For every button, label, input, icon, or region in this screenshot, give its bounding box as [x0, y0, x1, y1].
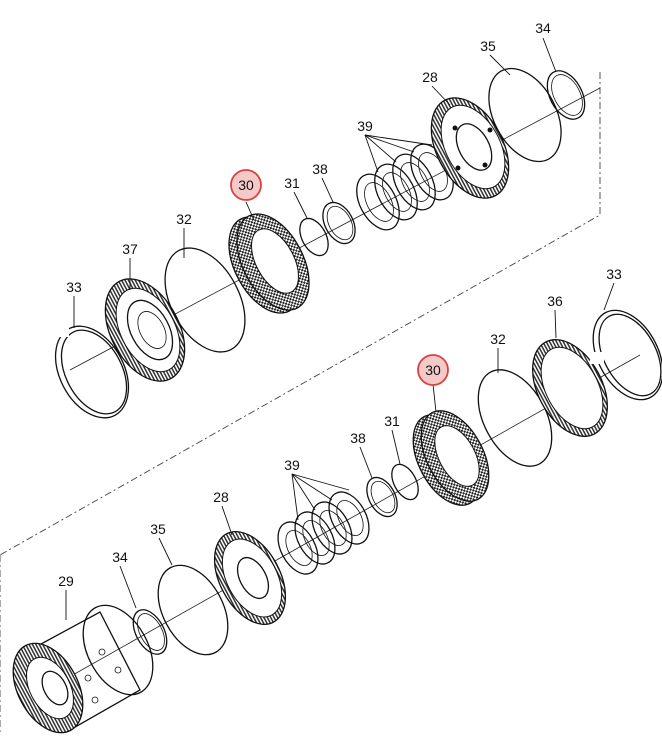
piston-28-lower [213, 531, 287, 625]
clutch-plate-30-upper [228, 213, 310, 314]
reaction-plate-36 [532, 339, 608, 437]
callout-39-upper: 39 [357, 118, 373, 134]
o-ring-38-upper [322, 201, 356, 245]
callout-30-lower: 30 [425, 362, 441, 378]
snap-ring-33-upper [54, 325, 130, 419]
callouts: 34 35 28 39 30 31 38 32 37 33 33 36 32 3… [58, 20, 622, 589]
o-ring-31-upper [299, 217, 329, 257]
seal-ring-35-lower [157, 564, 229, 656]
callout-31-lower: 31 [384, 413, 400, 429]
assembly-boundary [0, 72, 601, 735]
callout-30-lower-highlight: 30 [417, 354, 449, 386]
callout-32-upper: 32 [176, 211, 192, 227]
callout-35-upper: 35 [480, 38, 496, 54]
o-ring-34-upper [546, 70, 586, 120]
callout-30-upper-highlight: 30 [230, 169, 262, 201]
callout-37: 37 [122, 241, 138, 257]
seal-ring-35-upper [488, 67, 562, 163]
spring-set-39-lower [277, 491, 370, 575]
callout-30-upper: 30 [238, 177, 254, 193]
snap-ring-33-lower [590, 309, 662, 401]
callout-35-lower: 35 [150, 521, 166, 537]
o-ring-38-lower [366, 476, 398, 518]
callout-29: 29 [58, 573, 74, 589]
callout-28-lower: 28 [213, 489, 229, 505]
leader-lines [65, 37, 615, 620]
piston-28-upper [430, 97, 510, 199]
callout-39-lower: 39 [284, 457, 300, 473]
callout-31-upper: 31 [284, 175, 300, 191]
callout-34-lower: 34 [112, 549, 128, 565]
callout-38-upper: 38 [312, 161, 328, 177]
callout-28-upper: 28 [422, 69, 438, 85]
callout-33-lower: 33 [606, 266, 622, 282]
clutch-plate-30-lower [412, 410, 490, 506]
seal-ring-32-upper [164, 247, 246, 353]
clutch-hub-37 [104, 278, 186, 382]
callout-33-upper: 33 [66, 279, 82, 295]
callout-38-lower: 38 [350, 430, 366, 446]
spring-set-39-upper [356, 143, 454, 231]
clutch-housing-29 [12, 604, 154, 734]
o-ring-31-lower [391, 463, 419, 501]
callout-32-lower: 32 [490, 331, 506, 347]
callout-36: 36 [547, 293, 563, 309]
o-ring-34-lower [132, 609, 168, 655]
callout-34-upper: 34 [535, 20, 551, 36]
